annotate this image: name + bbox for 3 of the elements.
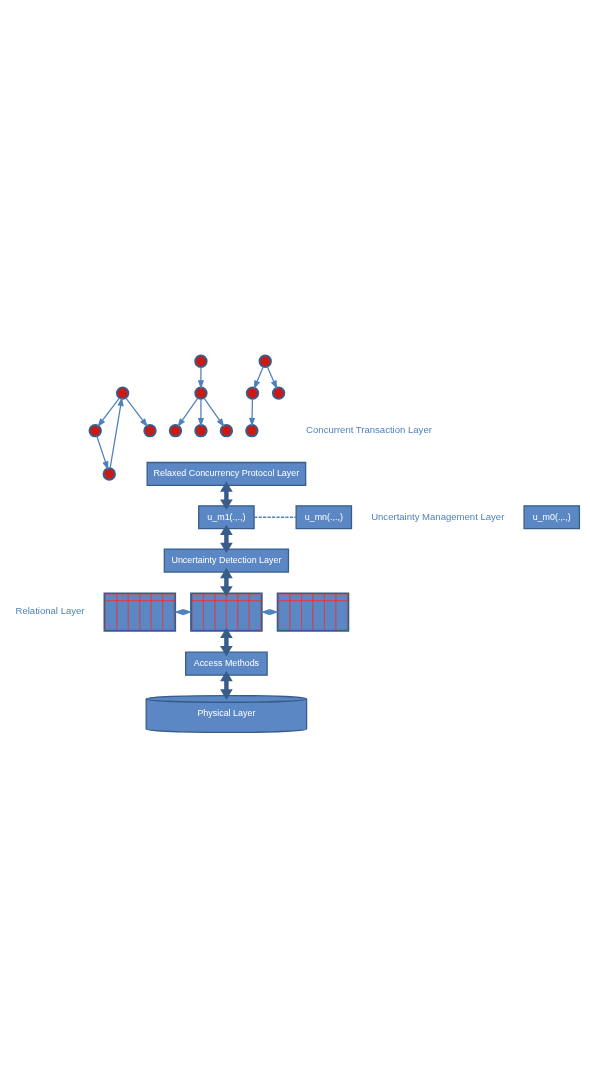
label: Relational Layer <box>15 604 85 616</box>
label: Uncertainty Management Layer <box>371 509 505 521</box>
label: Concurrent Transaction Layer <box>306 423 432 435</box>
